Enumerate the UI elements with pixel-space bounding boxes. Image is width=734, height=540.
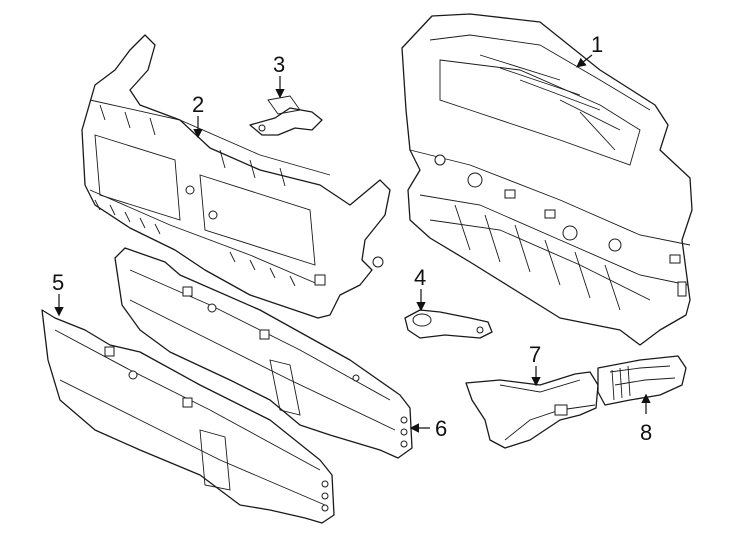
callout-1: 1 (591, 32, 603, 57)
part-1-radiator-support (401, 13, 693, 346)
callout-3: 3 (273, 52, 285, 77)
part-3-bracket (249, 95, 323, 136)
leader-1 (576, 54, 593, 68)
callout-7: 7 (529, 342, 541, 367)
part-4-mount (404, 309, 493, 339)
part-7-air-duct (465, 371, 599, 449)
callout-8: 8 (640, 420, 652, 445)
callout-5: 5 (52, 270, 64, 295)
part-2-carrier-frame (81, 34, 391, 319)
callout-2: 2 (192, 92, 204, 117)
callout-6: 6 (435, 416, 447, 441)
part-8-air-duct (597, 355, 687, 406)
part-5-lower-beam (41, 309, 335, 524)
callout-4: 4 (414, 265, 426, 290)
part-6-lower-beam-upper (114, 247, 413, 459)
